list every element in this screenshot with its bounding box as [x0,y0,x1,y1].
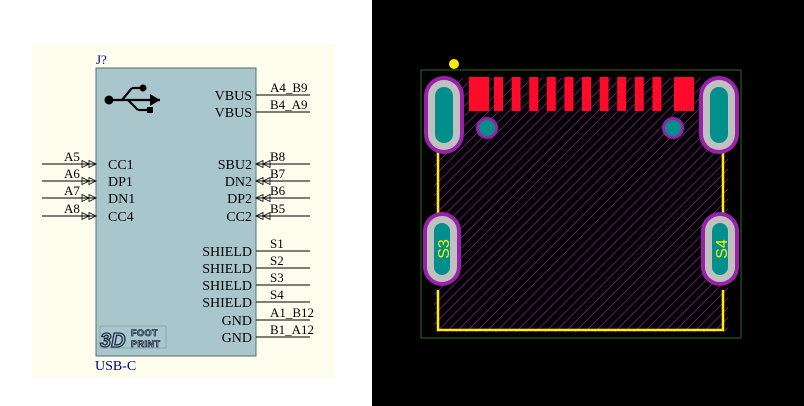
right-pin-number: A1_B12 [270,305,314,320]
right-pin-name: GND [222,314,252,329]
right-pin-number: A4_B9 [270,80,308,95]
shell-slot-top-left[interactable] [424,76,464,154]
shell-slot-s4[interactable]: S4 [701,212,739,286]
right-pin-number: B4_A9 [270,97,308,112]
left-pin-name: CC1 [108,158,134,173]
shell-slot-s3[interactable]: S3 [423,212,461,286]
left-pin-number: A5 [64,149,80,164]
svg-text:PRINT: PRINT [131,339,161,349]
right-pin-name: VBUS [215,89,252,104]
right-pin[interactable]: GND B1_A12 [222,322,314,346]
right-pin-number: S2 [270,253,284,268]
silkscreen-outline [436,146,725,332]
right-pin-name: VBUS [215,106,252,121]
designator-label: J? [96,52,107,67]
left-pin[interactable]: CC4 A8 [42,201,134,225]
right-pin[interactable]: CC2 B5 [226,201,310,225]
right-pin-name: GND [222,331,252,346]
right-pin[interactable]: VBUS A4_B9 [215,80,310,104]
right-pin-name: CC2 [226,210,252,225]
right-pin-number: S4 [270,287,284,302]
right-pin-name: SHIELD [202,279,252,294]
component-body[interactable] [95,67,257,357]
signal-pad[interactable] [582,77,591,111]
right-pin-number: B5 [270,201,285,216]
right-pin-group: VBUSA4_B9VBUSB4_A9SBU2B8DN2B7DP2B6CC2B5S… [202,80,314,346]
signal-pad-row [469,77,694,111]
right-pin[interactable]: SHIELD S2 [202,253,310,277]
right-pin-name: DP2 [227,192,252,207]
signal-pad[interactable] [469,77,489,111]
signal-pad[interactable] [599,77,609,111]
signal-pad[interactable] [617,77,627,111]
mounting-hole-left[interactable] [476,117,498,139]
right-pin-name: SHIELD [202,296,252,311]
board-edge [420,69,742,339]
part-name-label: USB-C [95,359,136,374]
right-pin-number: S3 [270,270,284,285]
left-pin[interactable]: CC1 A5 [42,149,134,173]
mounting-hole-right[interactable] [662,117,684,139]
right-pin[interactable]: DP2 B6 [227,183,310,207]
copper-hatch-area [434,78,728,332]
shell-slot-top-right[interactable] [699,76,739,154]
left-pin-name: CC4 [108,210,134,225]
right-pin[interactable]: DN2 B7 [225,166,310,190]
right-pin-number: B6 [270,183,286,198]
right-pin-number: B7 [270,166,286,181]
right-pin[interactable]: SHIELD S4 [202,287,310,311]
right-pin[interactable]: SBU2 B8 [218,149,310,173]
svg-text:FOOT: FOOT [131,328,158,338]
right-pin-name: SBU2 [218,158,252,173]
right-pin[interactable]: VBUS B4_A9 [215,97,310,121]
left-pin-name: DP1 [108,175,133,190]
left-pin-name: DN1 [108,192,135,207]
left-pin[interactable]: DN1 A7 [42,183,135,207]
slot-label-s4: S4 [714,239,731,259]
right-pin[interactable]: GND A1_B12 [222,305,314,329]
signal-pad[interactable] [634,77,644,111]
pcb-panel: S3 S4 [372,0,804,406]
left-pin-number: A8 [64,201,80,216]
pcb-footprint-svg: S3 S4 [420,59,742,339]
signal-pad[interactable] [674,77,694,111]
signal-pad[interactable] [546,77,556,111]
right-pin-name: SHIELD [202,262,252,277]
pin1-marker [449,59,459,69]
slot-label-s3: S3 [436,239,453,259]
right-pin-number: B8 [270,149,285,164]
signal-pad[interactable] [652,77,662,111]
3d-footprint-logo: 3D FOOT PRINT [99,325,167,353]
right-pin-number: S1 [270,236,284,251]
right-pin[interactable]: SHIELD S3 [202,270,310,294]
left-pin-number: A7 [64,183,80,198]
right-pin-name: SHIELD [202,245,252,260]
signal-pad[interactable] [564,77,574,111]
signal-pad[interactable] [529,77,539,111]
right-pin[interactable]: SHIELD S1 [202,236,310,260]
left-pin-number: A6 [64,166,80,181]
svg-text:3D: 3D [100,330,126,352]
signal-pad[interactable] [494,77,503,111]
signal-pad[interactable] [511,77,521,111]
right-pin-name: DN2 [225,175,252,190]
usb-icon [104,84,160,113]
right-pin-number: B1_A12 [270,322,314,337]
left-pin[interactable]: DP1 A6 [42,166,133,190]
